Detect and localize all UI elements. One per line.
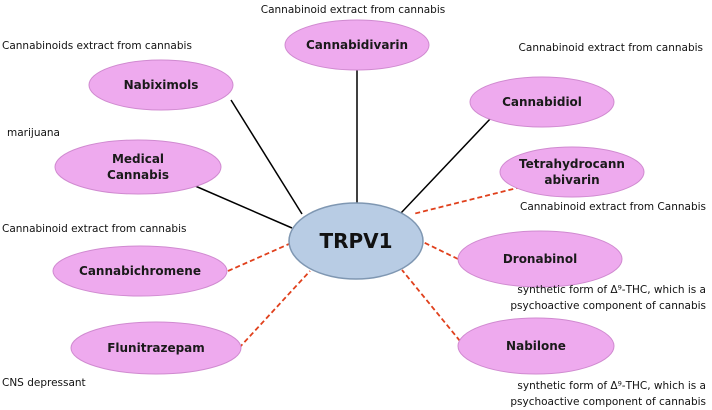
- node-label: Cannabis: [107, 168, 169, 182]
- caption-flunitrazepam: CNS depressant: [2, 377, 86, 389]
- center-label: TRPV1: [319, 229, 392, 253]
- node-label: Flunitrazepam: [107, 341, 205, 355]
- node-ellipse: [52, 245, 228, 297]
- node-ellipse: [499, 146, 645, 198]
- node-ellipse: [469, 76, 615, 128]
- node-ellipse: [457, 230, 623, 288]
- node-label: Cannabichromene: [79, 264, 201, 278]
- node-label: Cannabidivarin: [306, 38, 408, 52]
- node-ellipse: [88, 59, 234, 111]
- link-nabiximols: [230, 99, 303, 215]
- node-cannabidiol: Cannabidiol: [469, 76, 615, 128]
- node-ellipse: [70, 321, 242, 375]
- node-label: Nabilone: [506, 339, 566, 353]
- node-ellipse: [284, 19, 430, 71]
- node-label: Nabiximols: [124, 78, 199, 92]
- links: [185, 70, 522, 349]
- link-flunitrazepam: [238, 270, 311, 349]
- center-ellipse: [288, 202, 424, 280]
- link-nabilone: [401, 269, 461, 342]
- center-node-trpv1: TRPV1: [288, 202, 424, 280]
- node-label: Cannabidiol: [502, 95, 582, 109]
- link-medical-cannabis: [185, 181, 293, 229]
- node-flunitrazepam: Flunitrazepam: [70, 321, 242, 375]
- link-tetrahydrocannabivarin: [412, 186, 522, 215]
- node-tetrahydrocannabivarin: Tetrahydrocann abivarin: [499, 146, 645, 198]
- link-cannabidiol: [400, 117, 492, 214]
- node-label: Dronabinol: [503, 252, 577, 266]
- node-label: Medical: [112, 152, 164, 166]
- node-nabiximols: Nabiximols: [88, 59, 234, 111]
- node-dronabinol: Dronabinol: [457, 230, 623, 288]
- caption-tetrahydrocannabivarin: Cannabinoid extract from Cannabis: [520, 201, 706, 213]
- node-label: Tetrahydrocann: [519, 157, 625, 171]
- caption-dronabinol: synthetic form of Δ⁹-THC, which is a: [517, 284, 706, 296]
- caption-nabiximols: Cannabinoids extract from cannabis: [2, 40, 192, 52]
- node-label: abivarin: [544, 173, 599, 187]
- caption-dronabinol: psychoactive component of cannabis: [510, 300, 706, 312]
- caption-cannabidivarin: Cannabinoid extract from cannabis: [261, 4, 445, 16]
- node-ellipse: [457, 317, 615, 375]
- node-cannabichromene: Cannabichromene: [52, 245, 228, 297]
- caption-nabilone: synthetic form of Δ⁹-THC, which is a: [517, 380, 706, 392]
- node-ellipse: [54, 139, 222, 195]
- caption-cannabidiol: Cannabinoid extract from cannabis: [519, 42, 703, 54]
- link-dronabinol: [422, 241, 459, 260]
- node-nabilone: Nabilone: [457, 317, 615, 375]
- caption-medical-cannabis: marijuana: [7, 127, 60, 139]
- caption-cannabichromene: Cannabinoid extract from cannabis: [2, 223, 186, 235]
- caption-nabilone: psychoactive component of cannabis: [510, 396, 706, 408]
- node-cannabidivarin: Cannabidivarin: [284, 19, 430, 71]
- link-cannabichromene: [227, 243, 290, 272]
